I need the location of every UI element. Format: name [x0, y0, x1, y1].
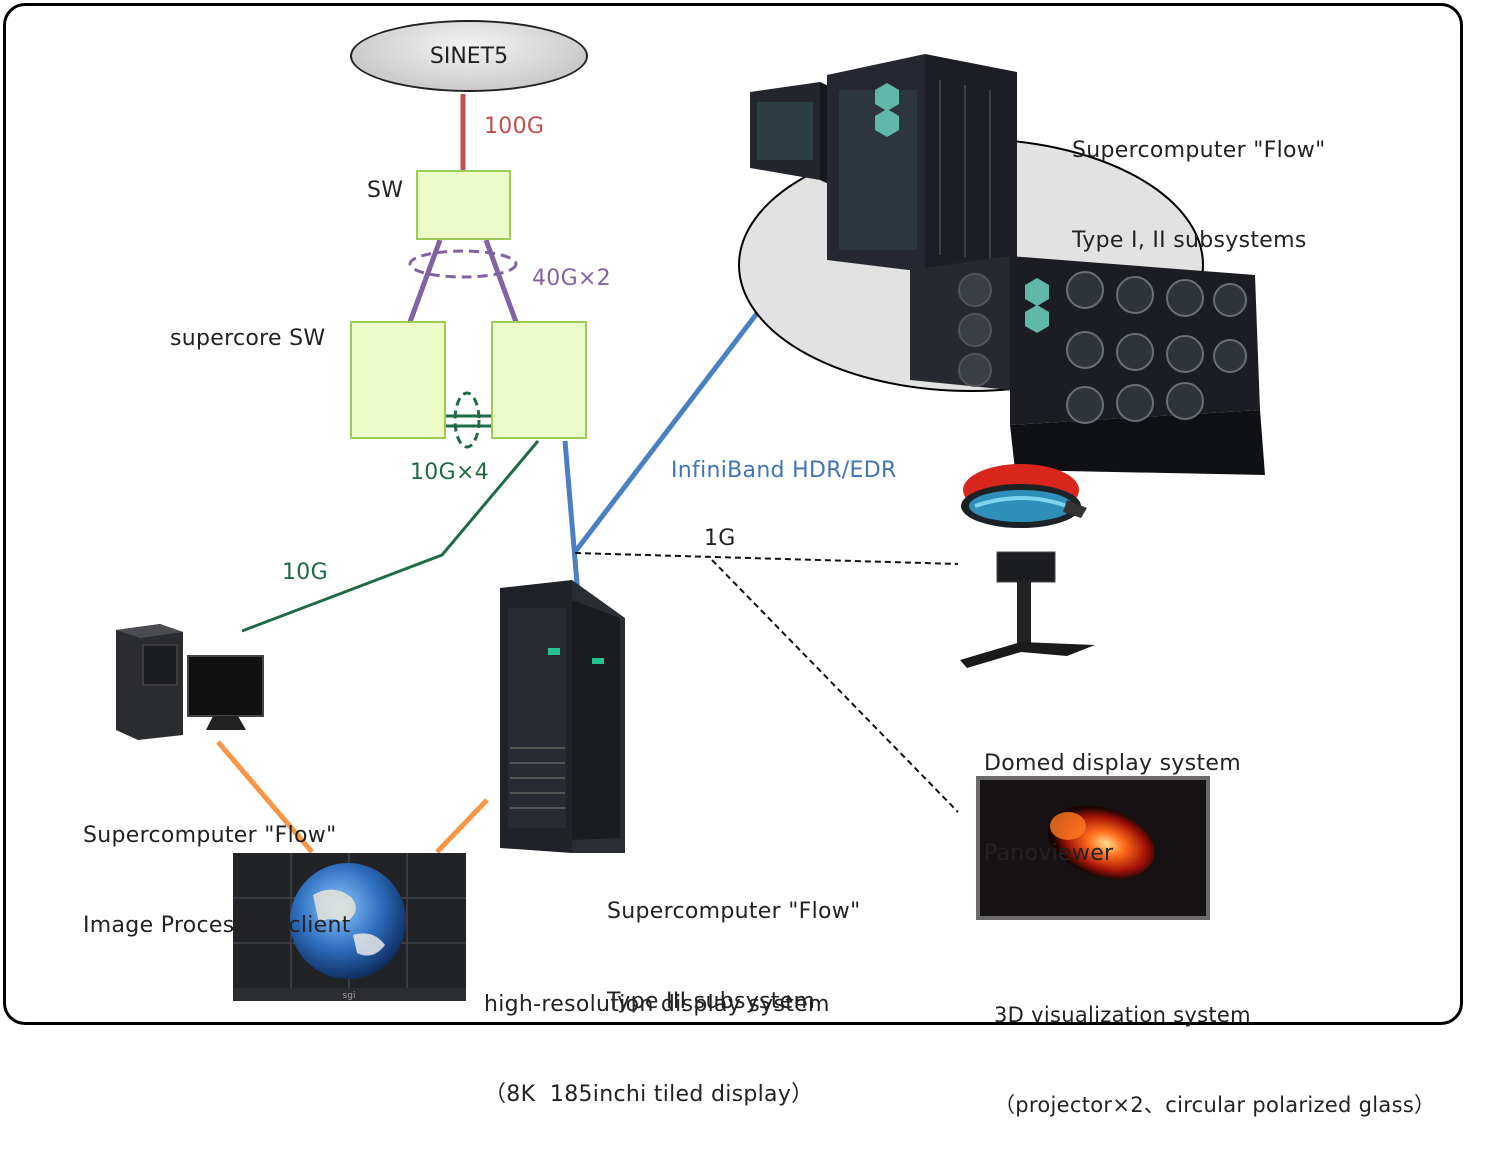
client-label: Supercomputer "Flow" Image Processing cl…	[83, 761, 351, 971]
dome-display-illustration	[960, 464, 1095, 668]
client-line2: Image Processing client	[83, 913, 351, 938]
link-1g-dome	[574, 552, 959, 565]
supercore-sw-label: supercore SW	[170, 326, 326, 351]
server-rack-large	[827, 54, 1017, 272]
dome-line1: Domed display system	[984, 751, 1241, 776]
lag-40g-ellipse	[408, 249, 518, 279]
sw-label: SW	[367, 178, 404, 203]
label-40g-x2: 40G×2	[532, 266, 611, 291]
flow-type3-line2: Type III subsystem	[607, 989, 816, 1014]
dome-label: Domed display system Panoviewer	[984, 689, 1241, 899]
viz3d-line1: 3D visualization system	[994, 1003, 1251, 1027]
wall-brand-label: sgi	[343, 991, 356, 1001]
infiniband-to-flow12	[573, 310, 760, 554]
label-10g-client: 10G	[282, 560, 328, 585]
label-infiniband: InfiniBand HDR/EDR	[671, 458, 897, 483]
label-100g: 100G	[484, 114, 545, 139]
flow-type12-line1: Supercomputer "Flow"	[1072, 138, 1326, 163]
supercore-switch-left	[350, 321, 446, 439]
video-client-wall	[216, 740, 314, 854]
viz3d-screen-illustration	[976, 776, 1210, 920]
connection-lines	[216, 94, 959, 854]
label-1g: 1G	[704, 526, 736, 551]
client-line1: Supercomputer "Flow"	[83, 823, 337, 848]
sinet5-label: SINET5	[429, 43, 509, 69]
link-10g-client	[241, 440, 540, 633]
viz3d-label: 3D visualization system （projector×2、cir…	[994, 940, 1435, 1150]
link-1g-3d	[711, 559, 959, 813]
flow-type12-line2: Type I, II subsystems	[1072, 228, 1307, 253]
hires-label: high-resolution display system （8K 185in…	[484, 930, 830, 1140]
flow-type12-label: Supercomputer "Flow" Type I, II subsyste…	[1072, 76, 1326, 286]
supercore-switch-right	[491, 321, 587, 439]
client-workstation-illustration	[116, 624, 264, 740]
infiniband-to-supercore	[562, 440, 581, 596]
tiled-display-wall-illustration: sgi	[233, 853, 466, 1001]
sw-switch	[416, 170, 511, 240]
server-rack-fans	[910, 256, 1265, 475]
server-rack-small	[750, 82, 833, 186]
hires-line2: （8K 185inchi tiled display）	[484, 1082, 814, 1107]
lag-10g-ellipse	[453, 391, 481, 449]
dome-line2: Panoviewer	[984, 841, 1114, 866]
viz3d-line2: （projector×2、circular polarized glass）	[994, 1093, 1436, 1117]
flow-type3-illustration	[500, 580, 625, 853]
flow-type3-line1: Supercomputer "Flow"	[607, 899, 861, 924]
hires-line1: high-resolution display system	[484, 992, 830, 1017]
sinet5-cloud: SINET5	[350, 20, 588, 92]
flow-type12-illustration	[738, 54, 1265, 475]
link-40g-left	[407, 239, 443, 323]
flow-type3-label: Supercomputer "Flow" Type III subsystem	[607, 837, 861, 1047]
video-flow3-wall	[435, 798, 489, 854]
label-10g-x4: 10G×4	[410, 460, 489, 485]
